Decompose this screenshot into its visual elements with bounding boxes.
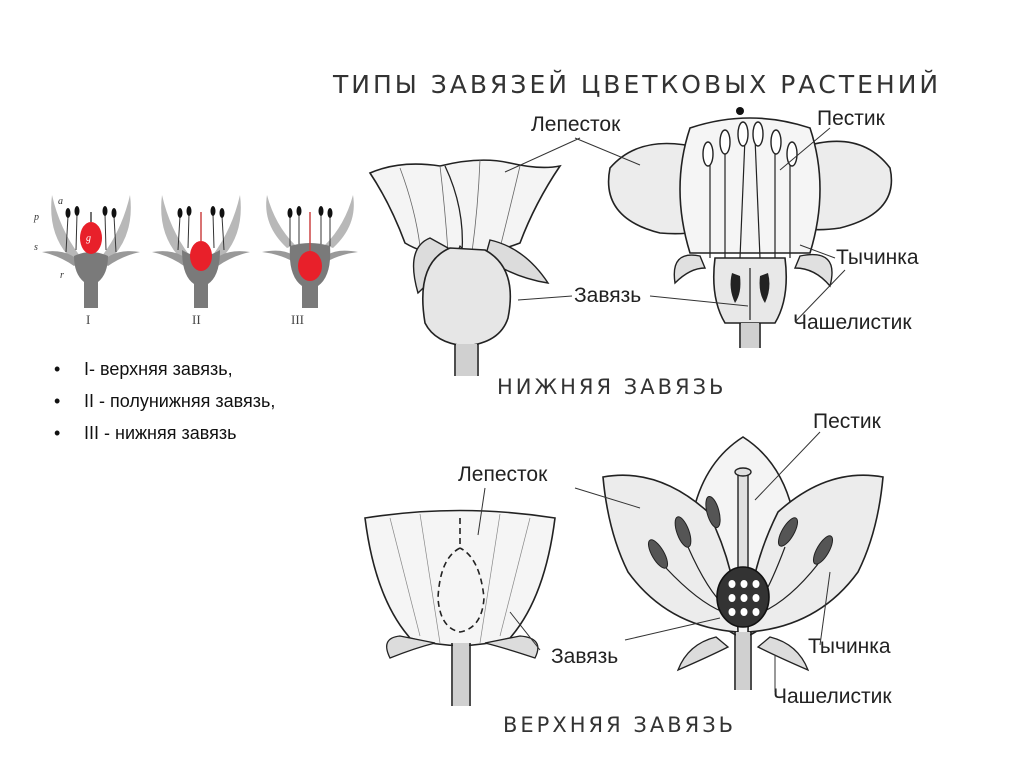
lower-ovary-external-illustration bbox=[368, 159, 562, 376]
upper-label-stamen: Тычинка bbox=[808, 635, 891, 658]
flower-type-2 bbox=[152, 195, 250, 308]
upper-label-ovary: Завязь bbox=[551, 645, 619, 668]
lower-label-ovary: Завязь bbox=[574, 284, 642, 307]
lower-label-petal: Лепесток bbox=[531, 113, 621, 136]
upper-label-petal: Лепесток bbox=[458, 463, 548, 486]
letter-s: s bbox=[34, 242, 38, 253]
flower-type-1 bbox=[42, 195, 140, 308]
upper-label-sepal: Чашелистик bbox=[773, 685, 892, 708]
lower-ovary-section-illustration bbox=[607, 107, 893, 348]
lower-label-sepal: Чашелистик bbox=[793, 311, 912, 334]
type-label-2: II bbox=[192, 312, 201, 327]
letter-r: r bbox=[60, 270, 64, 281]
upper-ovary-caption: ВЕРХНЯЯ ЗАВЯЗЬ bbox=[503, 713, 737, 737]
flower-type-3 bbox=[262, 195, 358, 308]
legend-item-2: II - полунижняя завязь, bbox=[44, 390, 314, 413]
upper-ovary-section-illustration bbox=[602, 436, 884, 690]
letter-a: a bbox=[58, 196, 63, 207]
letter-g: g bbox=[86, 233, 91, 244]
lower-label-pistil: Пестик bbox=[817, 107, 885, 130]
type-label-3: III bbox=[291, 312, 304, 327]
ovary-type-legend: I- верхняя завязь, II - полунижняя завяз… bbox=[44, 358, 314, 454]
letter-p: p bbox=[34, 212, 39, 223]
upper-ovary-external-illustration bbox=[364, 509, 556, 706]
legend-item-3: III - нижняя завязь bbox=[44, 422, 314, 445]
lower-ovary-caption: НИЖНЯЯ ЗАВЯЗЬ bbox=[497, 375, 727, 399]
lower-label-stamen: Тычинка bbox=[836, 246, 919, 269]
small-ovary-diagram bbox=[42, 195, 358, 308]
page-title: ТИПЫ ЗАВЯЗЕЙ ЦВЕТКОВЫХ РАСТЕНИЙ bbox=[333, 70, 942, 99]
type-label-1: I bbox=[86, 312, 91, 327]
legend-item-1: I- верхняя завязь, bbox=[44, 358, 314, 381]
upper-label-pistil: Пестик bbox=[813, 410, 881, 433]
